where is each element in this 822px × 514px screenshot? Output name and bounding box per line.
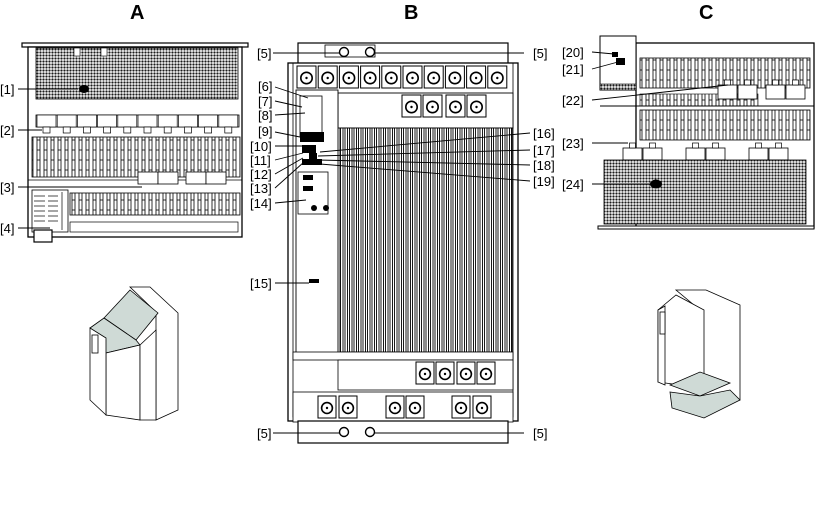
fan-icon-a	[79, 85, 89, 93]
callout-15: [15]	[250, 276, 272, 291]
view-a-title: A	[130, 2, 145, 24]
terminal-lug	[422, 94, 443, 118]
terminal-lug	[296, 65, 317, 89]
callout-22: [22]	[562, 93, 584, 108]
callout-11: [11]	[250, 153, 271, 168]
terminal-lug	[472, 395, 492, 419]
terminal-lug	[401, 94, 422, 118]
callout-5-bottom-right: [5]	[533, 426, 548, 441]
callout-5-top-left: [5]	[257, 46, 272, 61]
callout-2: [2]	[0, 123, 15, 138]
terminal-c	[685, 142, 706, 161]
callout-9: [9]	[258, 124, 273, 139]
terminal-a	[97, 114, 117, 128]
callout-12: [12]	[250, 167, 272, 182]
callout-24: [24]	[562, 177, 584, 192]
terminal-c	[622, 142, 643, 161]
terminal-lug	[338, 65, 359, 89]
terminal-a	[198, 114, 218, 128]
leader-lines	[18, 51, 729, 434]
terminal-lug	[476, 361, 496, 385]
terminal-lug	[385, 395, 405, 419]
terminal-a	[77, 114, 97, 128]
terminal-lug	[445, 94, 466, 118]
callout-7: [7]	[258, 94, 273, 109]
terminal-lug	[487, 65, 508, 89]
callout-1: [1]	[0, 82, 15, 97]
fan-icon-c	[650, 179, 662, 189]
terminal-lug	[456, 361, 476, 385]
terminal-a	[117, 114, 138, 128]
callout-23: [23]	[562, 136, 584, 151]
iso-view-c	[657, 289, 741, 419]
iso-view-a	[89, 286, 179, 421]
terminal-c	[737, 79, 758, 100]
terminal-lug	[423, 65, 444, 89]
callout-10: [10]	[250, 139, 272, 154]
terminal-lug	[360, 65, 381, 89]
terminal-c	[765, 79, 786, 100]
view-b-title: B	[404, 2, 419, 24]
terminal-a	[36, 114, 57, 128]
terminal-lug	[381, 65, 402, 89]
terminal-lug	[402, 65, 423, 89]
terminal-lug	[317, 395, 337, 419]
terminal-a	[218, 114, 239, 128]
terminal-a	[178, 114, 198, 128]
callout-6: [6]	[258, 79, 273, 94]
terminal-a	[157, 114, 178, 128]
callout-5-bottom-left: [5]	[257, 426, 272, 441]
view-b-drawing	[287, 42, 519, 444]
callout-8: [8]	[258, 108, 273, 123]
terminal-lug	[444, 65, 465, 89]
terminal-c	[717, 79, 738, 100]
view-a-drawing	[21, 42, 249, 243]
callout-20: [20]	[562, 45, 584, 60]
callout-13: [13]	[250, 181, 272, 196]
terminal-a	[56, 114, 77, 128]
callout-18: [18]	[533, 158, 555, 173]
callout-3: [3]	[0, 180, 15, 195]
terminal-lug	[415, 361, 435, 385]
view-c-title: C	[699, 2, 714, 24]
terminal-lug	[451, 395, 471, 419]
terminal-c	[785, 79, 806, 100]
terminal-a	[137, 114, 158, 128]
callout-16: [16]	[533, 126, 555, 141]
callout-5-top-right: [5]	[533, 46, 548, 61]
terminal-lug	[435, 361, 455, 385]
view-c-drawing	[597, 35, 815, 230]
terminal-lug	[466, 94, 487, 118]
terminal-lug	[466, 65, 487, 89]
terminal-lug	[317, 65, 338, 89]
callout-14: [14]	[250, 196, 272, 211]
callout-19: [19]	[533, 174, 555, 189]
callout-21: [21]	[562, 62, 584, 77]
terminal-c	[705, 142, 726, 161]
terminal-lug	[405, 395, 425, 419]
connector-15	[309, 279, 319, 283]
terminal-lug	[338, 395, 358, 419]
callout-4: [4]	[0, 221, 15, 236]
callout-17: [17]	[533, 143, 555, 158]
